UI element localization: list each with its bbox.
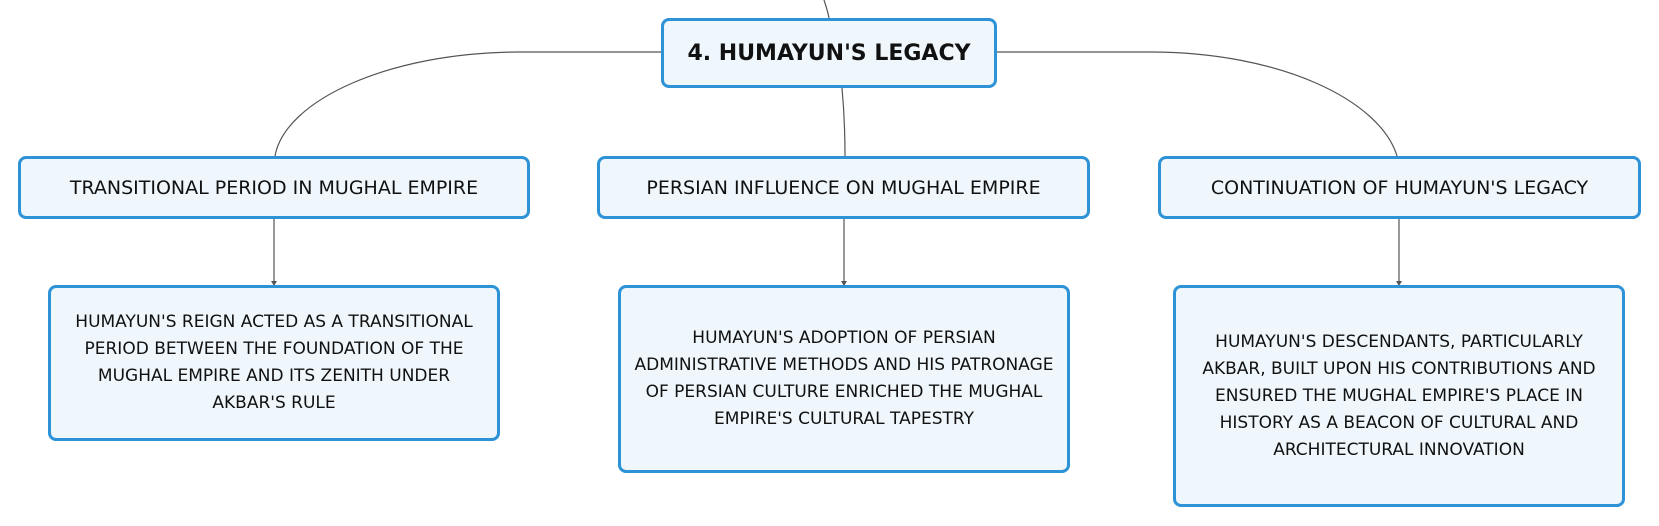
root-node[interactable]: 4. HUMAYUN'S LEGACY (661, 18, 997, 88)
detail-text: HUMAYUN'S ADOPTION OF PERSIAN ADMINISTRA… (634, 328, 1054, 429)
connector-root-to-transitional (274, 51, 661, 157)
connector-parent-to-root (823, 0, 830, 19)
detail-text: HUMAYUN'S REIGN ACTED AS A TRANSITIONAL … (75, 312, 473, 413)
detail-text: HUMAYUN'S DESCENDANTS, PARTICULARLY AKBA… (1202, 331, 1596, 460)
arrowhead-persian-detail (841, 281, 847, 286)
root-title: 4. HUMAYUN'S LEGACY (687, 40, 971, 66)
branch-node-transitional-period[interactable]: TRANSITIONAL PERIOD IN MUGHAL EMPIRE (18, 156, 530, 219)
branch-label: PERSIAN INFLUENCE ON MUGHAL EMPIRE (646, 176, 1041, 199)
branch-label: CONTINUATION OF HUMAYUN'S LEGACY (1210, 176, 1589, 199)
arrowhead-transitional-detail (271, 281, 277, 286)
connector-root-to-persian (841, 87, 846, 157)
branch-node-persian-influence[interactable]: PERSIAN INFLUENCE ON MUGHAL EMPIRE (597, 156, 1090, 219)
connector-root-to-continuation (997, 51, 1398, 157)
detail-node-continuation-legacy[interactable]: HUMAYUN'S DESCENDANTS, PARTICULARLY AKBA… (1173, 285, 1625, 507)
branch-label: TRANSITIONAL PERIOD IN MUGHAL EMPIRE (69, 176, 479, 199)
detail-node-transitional-period[interactable]: HUMAYUN'S REIGN ACTED AS A TRANSITIONAL … (48, 285, 500, 441)
branch-node-continuation-legacy[interactable]: CONTINUATION OF HUMAYUN'S LEGACY (1158, 156, 1641, 219)
detail-node-persian-influence[interactable]: HUMAYUN'S ADOPTION OF PERSIAN ADMINISTRA… (618, 285, 1070, 473)
arrowhead-continuation-detail (1396, 281, 1402, 286)
